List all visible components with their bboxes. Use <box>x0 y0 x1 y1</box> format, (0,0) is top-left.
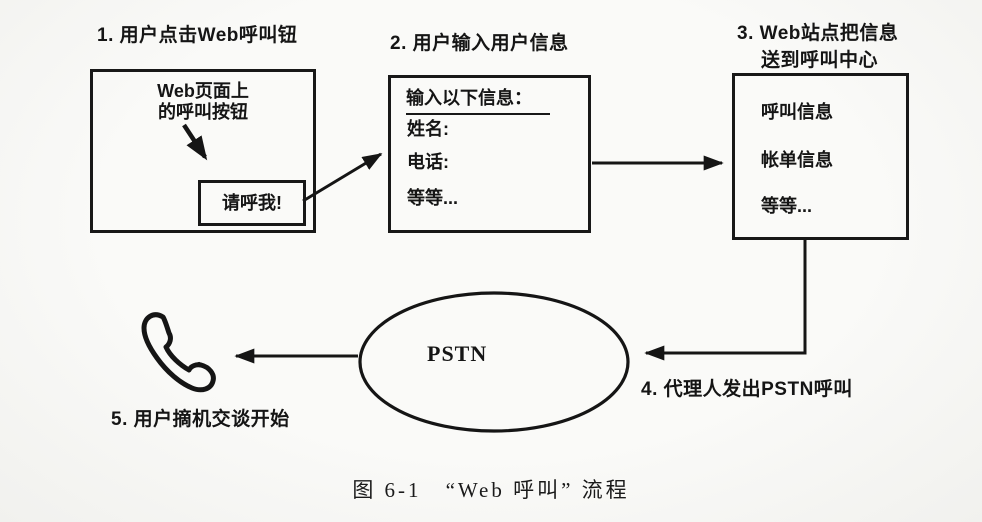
step3-label-line1: 3. Web站点把信息 <box>737 23 899 44</box>
call-center-box: 呼叫信息 帐单信息 等等... <box>732 73 909 240</box>
arrow-box3-to-pstn <box>644 240 807 361</box>
call-info-item: 呼叫信息 <box>761 102 833 122</box>
step1-label: 1. 用户点击Web呼叫钮 <box>97 25 298 46</box>
arrow-note-to-button <box>182 123 208 161</box>
figure-caption-title: “Web 呼叫” 流程 <box>445 478 630 502</box>
figure-caption: 图 6-1 “Web 呼叫” 流程 <box>0 474 982 504</box>
step3-label: 3. Web站点把信息 送到呼叫中心 <box>737 18 898 72</box>
step3-label-line2: 送到呼叫中心 <box>761 50 879 71</box>
form-title: 输入以下信息： <box>406 84 550 115</box>
call-me-button: 请呼我! <box>198 180 306 226</box>
user-info-form-box: 输入以下信息： 姓名: 电话: 等等... <box>388 75 591 233</box>
web-page-box: Web页面上 的呼叫按钮 请呼我! <box>90 69 316 233</box>
pstn-label: PSTN <box>427 341 488 366</box>
etc-info-item: 等等... <box>761 196 813 216</box>
phone-handset-icon <box>141 312 216 393</box>
form-field-phone: 电话: <box>407 152 449 172</box>
step5-label: 5. 用户摘机交谈开始 <box>111 409 290 430</box>
web-page-note-line2: 的呼叫按钮 <box>158 102 248 122</box>
form-field-name: 姓名: <box>407 119 449 139</box>
arrow-box1-to-box2 <box>302 152 383 203</box>
pstn-ellipse <box>358 291 630 433</box>
web-page-note: Web页面上 的呼叫按钮 <box>93 81 313 123</box>
step4-label: 4. 代理人发出PSTN呼叫 <box>641 379 853 400</box>
billing-info-item: 帐单信息 <box>761 150 833 170</box>
form-field-etc: 等等... <box>407 188 459 208</box>
step2-label: 2. 用户输入用户信息 <box>390 33 569 54</box>
web-page-note-line1: Web页面上 <box>157 81 249 101</box>
figure-caption-number: 图 6-1 <box>352 478 422 502</box>
